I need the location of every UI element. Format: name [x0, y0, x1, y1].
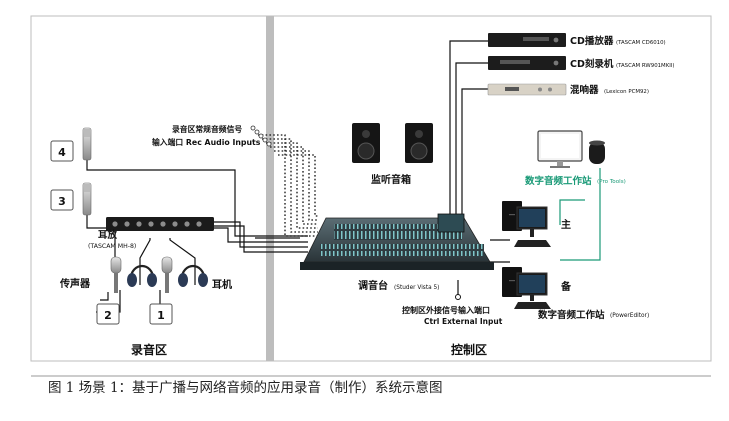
headphone-amp-model: (TASCAM MH-8)	[88, 243, 136, 250]
cd-player-icon	[488, 33, 566, 47]
main-label: 主	[561, 218, 571, 231]
reverb-model: (Lexicon PCM92)	[604, 89, 649, 95]
ctrl-external-label-en: Ctrl External Input	[424, 317, 503, 326]
rec-inputs-label-cn: 录音区常规音频信号	[172, 124, 242, 134]
cd-recorder-label: CD刻录机	[570, 58, 614, 70]
monitor-speaker-icon	[352, 123, 380, 163]
console-label: 调音台	[358, 279, 388, 292]
rec-inputs-bundle	[258, 134, 318, 237]
cd-player-model: (TASCAM CD6010)	[616, 40, 666, 46]
cd-recorder-icon	[488, 56, 566, 70]
cd-player-label: CD播放器	[570, 35, 614, 47]
microphone-icon	[82, 127, 92, 161]
microphone-label: 传声器	[59, 277, 91, 290]
microphone-icon	[161, 256, 173, 293]
zone-divider	[266, 16, 274, 361]
ctrl-external-label-cn: 控制区外接信号输入端口	[402, 305, 490, 315]
cd-recorder-model: (TASCAM RW901MKII)	[616, 63, 675, 69]
mac-pro-icon	[589, 140, 605, 164]
zone-label-recording: 录音区	[131, 342, 167, 357]
marker-2: 2	[96, 303, 120, 325]
pro-tools-monitor-icon	[537, 130, 583, 168]
headphone-icon	[178, 264, 208, 287]
microphone-icon	[110, 256, 122, 293]
daw-backup-model: (PowerEditor)	[610, 313, 649, 319]
signal-lines	[86, 40, 510, 313]
diagram-frame	[30, 15, 712, 362]
monitors-label: 监听音箱	[371, 173, 411, 186]
headphone-label: 耳机	[212, 278, 232, 291]
reverb-label: 混响器	[570, 84, 599, 96]
headphone-icon	[127, 264, 157, 287]
marker-1: 1	[149, 303, 173, 325]
reverb-unit-icon	[487, 83, 567, 96]
backup-label: 备	[560, 280, 572, 293]
svg-text:2: 2	[104, 309, 112, 322]
daw-backup-label: 数字音频工作站	[537, 309, 605, 321]
figure-caption: 图 1 场景 1：基于广播与网络音频的应用录音（制作）系统示意图	[48, 379, 443, 396]
svg-text:3: 3	[58, 195, 66, 208]
headphone-amp-icon	[106, 217, 214, 231]
microphone-icon	[82, 182, 92, 216]
zone-label-control: 控制区	[451, 342, 487, 357]
console-model: (Studer Vista 5)	[394, 285, 439, 291]
mixing-console-icon	[300, 213, 494, 270]
rec-inputs-label-en: 输入端口 Rec Audio Inputs	[152, 137, 261, 147]
marker-4: 4	[50, 140, 74, 162]
ctrl-input-connector	[455, 294, 461, 300]
backup-pc-icon	[502, 267, 551, 309]
monitor-speaker-icon	[405, 123, 433, 163]
svg-text:1: 1	[157, 309, 165, 322]
svg-text:4: 4	[58, 146, 66, 159]
daw-main-label: 数字音频工作站	[524, 175, 592, 187]
rec-inputs-connectors	[250, 125, 272, 147]
headphone-amp-label: 耳放	[98, 229, 118, 241]
daw-main-model: (Pro Tools)	[597, 179, 626, 185]
daw-links	[559, 168, 601, 261]
main-pc-icon	[502, 201, 551, 247]
marker-3: 3	[50, 189, 74, 211]
